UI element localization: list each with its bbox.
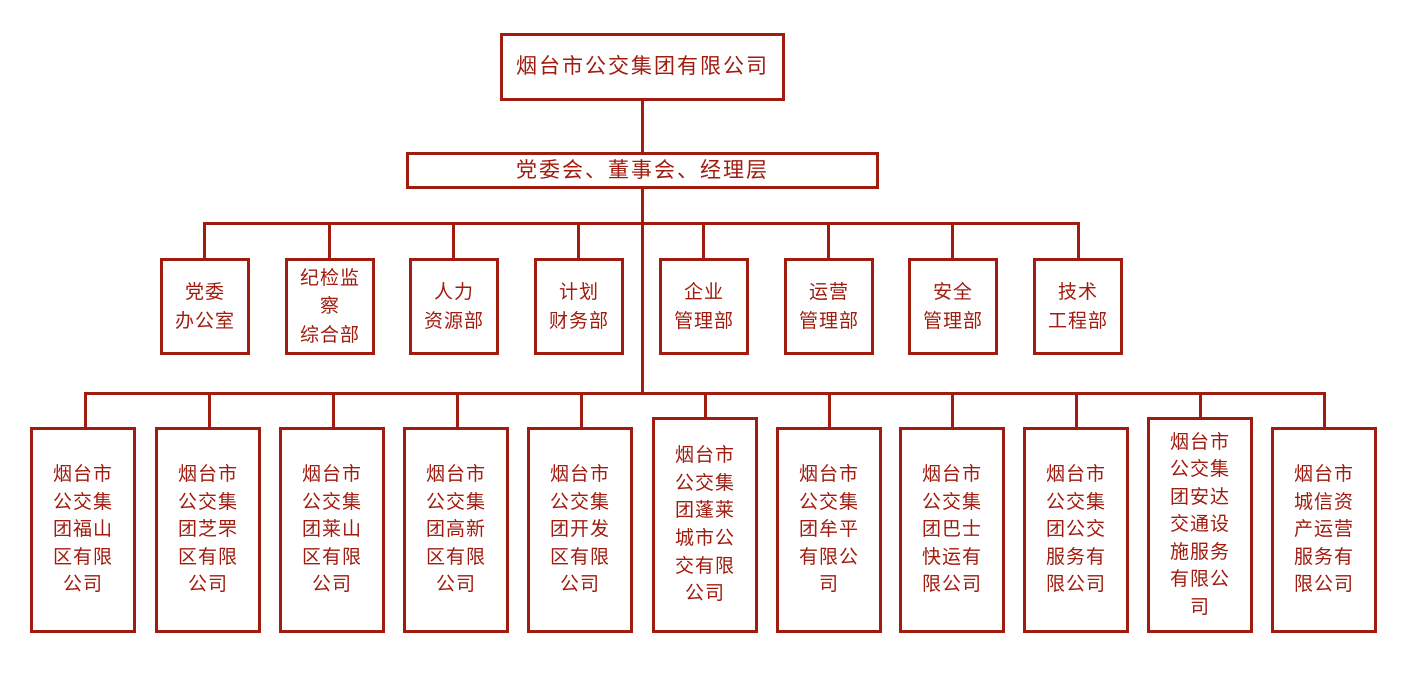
org-node-department-4-label: 计划 财务部 (548, 281, 609, 332)
org-node-subsidiary-10[interactable]: 烟台市 公交集 团安达 交通设 施服务 有限公 司 (1147, 417, 1253, 633)
org-node-root-company[interactable]: 烟台市公交集团有限公司 (500, 33, 785, 101)
connector-drop-dept-6 (827, 222, 830, 258)
connector-drop-subsidiary-8 (951, 392, 954, 427)
org-node-department-8-label: 技术 工程部 (1047, 281, 1108, 332)
org-node-department-5[interactable]: 企业 管理部 (659, 258, 749, 355)
connector-drop-dept-1 (203, 222, 206, 258)
connector-drop-dept-2 (328, 222, 331, 258)
org-node-department-1-label: 党委 办公室 (174, 281, 235, 332)
org-node-subsidiary-2[interactable]: 烟台市 公交集 团芝罘 区有限 公司 (155, 427, 261, 633)
org-node-subsidiary-8-label: 烟台市 公交集 团巴士 快运有 限公司 (921, 463, 982, 596)
connector-drop-dept-5 (702, 222, 705, 258)
connector-drop-dept-8 (1077, 222, 1080, 258)
org-node-subsidiary-6[interactable]: 烟台市 公交集 团蓬莱 城市公 交有限 公司 (652, 417, 758, 633)
org-node-subsidiary-7-label: 烟台市 公交集 团牟平 有限公 司 (798, 463, 859, 596)
connector-drop-dept-4 (577, 222, 580, 258)
org-node-subsidiary-1-label: 烟台市 公交集 团福山 区有限 公司 (52, 463, 113, 596)
org-node-subsidiary-3[interactable]: 烟台市 公交集 团莱山 区有限 公司 (279, 427, 385, 633)
connector-drop-dept-3 (452, 222, 455, 258)
org-node-department-6[interactable]: 运营 管理部 (784, 258, 874, 355)
org-node-root-company-label: 烟台市公交集团有限公司 (516, 54, 769, 79)
org-node-department-4[interactable]: 计划 财务部 (534, 258, 624, 355)
connector-drop-subsidiary-6 (704, 392, 707, 427)
org-node-subsidiary-7[interactable]: 烟台市 公交集 团牟平 有限公 司 (776, 427, 882, 633)
connector-drop-subsidiary-11 (1323, 392, 1326, 427)
org-node-department-1[interactable]: 党委 办公室 (160, 258, 250, 355)
connector-drop-subsidiary-7 (828, 392, 831, 427)
org-node-department-3-label: 人力 资源部 (423, 281, 484, 332)
org-node-subsidiary-9[interactable]: 烟台市 公交集 团公交 服务有 限公司 (1023, 427, 1129, 633)
connector-drop-subsidiary-10 (1199, 392, 1202, 417)
connector-drop-subsidiary-9 (1075, 392, 1078, 427)
org-node-department-6-label: 运营 管理部 (798, 281, 859, 332)
org-node-department-3[interactable]: 人力 资源部 (409, 258, 499, 355)
org-node-subsidiary-4-label: 烟台市 公交集 团高新 区有限 公司 (425, 463, 486, 596)
org-node-board[interactable]: 党委会、董事会、经理层 (406, 152, 879, 189)
connector-drop-dept-7 (951, 222, 954, 258)
org-node-subsidiary-8[interactable]: 烟台市 公交集 团巴士 快运有 限公司 (899, 427, 1005, 633)
org-node-subsidiary-6-label: 烟台市 公交集 团蓬莱 城市公 交有限 公司 (674, 444, 735, 605)
connector-drop-subsidiary-3 (332, 392, 335, 427)
org-node-subsidiary-1[interactable]: 烟台市 公交集 团福山 区有限 公司 (30, 427, 136, 633)
connector-department-bus (203, 222, 1080, 225)
connector-drop-subsidiary-1 (84, 392, 87, 427)
org-node-department-2[interactable]: 纪检监 察 综合部 (285, 258, 375, 355)
org-node-department-5-label: 企业 管理部 (673, 281, 734, 332)
connector-drop-subsidiary-5 (580, 392, 583, 427)
org-node-board-label: 党委会、董事会、经理层 (516, 157, 769, 182)
org-node-subsidiary-11[interactable]: 烟台市 城信资 产运营 服务有 限公司 (1271, 427, 1377, 633)
org-node-department-8[interactable]: 技术 工程部 (1033, 258, 1123, 355)
org-node-subsidiary-10-label: 烟台市 公交集 团安达 交通设 施服务 有限公 司 (1169, 430, 1230, 618)
connector-drop-subsidiary-2 (208, 392, 211, 427)
org-node-department-7[interactable]: 安全 管理部 (908, 258, 998, 355)
org-node-subsidiary-4[interactable]: 烟台市 公交集 团高新 区有限 公司 (403, 427, 509, 633)
org-node-subsidiary-11-label: 烟台市 城信资 产运营 服务有 限公司 (1293, 463, 1354, 596)
org-node-subsidiary-5-label: 烟台市 公交集 团开发 区有限 公司 (549, 463, 610, 596)
connector-main-trunk (641, 189, 644, 394)
org-node-subsidiary-9-label: 烟台市 公交集 团公交 服务有 限公司 (1045, 463, 1106, 596)
org-node-department-2-label: 纪检监 察 综合部 (299, 266, 360, 346)
org-node-department-7-label: 安全 管理部 (922, 281, 983, 332)
org-node-subsidiary-3-label: 烟台市 公交集 团莱山 区有限 公司 (301, 463, 362, 596)
connector-drop-subsidiary-4 (456, 392, 459, 427)
org-node-subsidiary-2-label: 烟台市 公交集 团芝罘 区有限 公司 (177, 463, 238, 596)
connector-root-to-board (641, 101, 644, 152)
org-node-subsidiary-5[interactable]: 烟台市 公交集 团开发 区有限 公司 (527, 427, 633, 633)
